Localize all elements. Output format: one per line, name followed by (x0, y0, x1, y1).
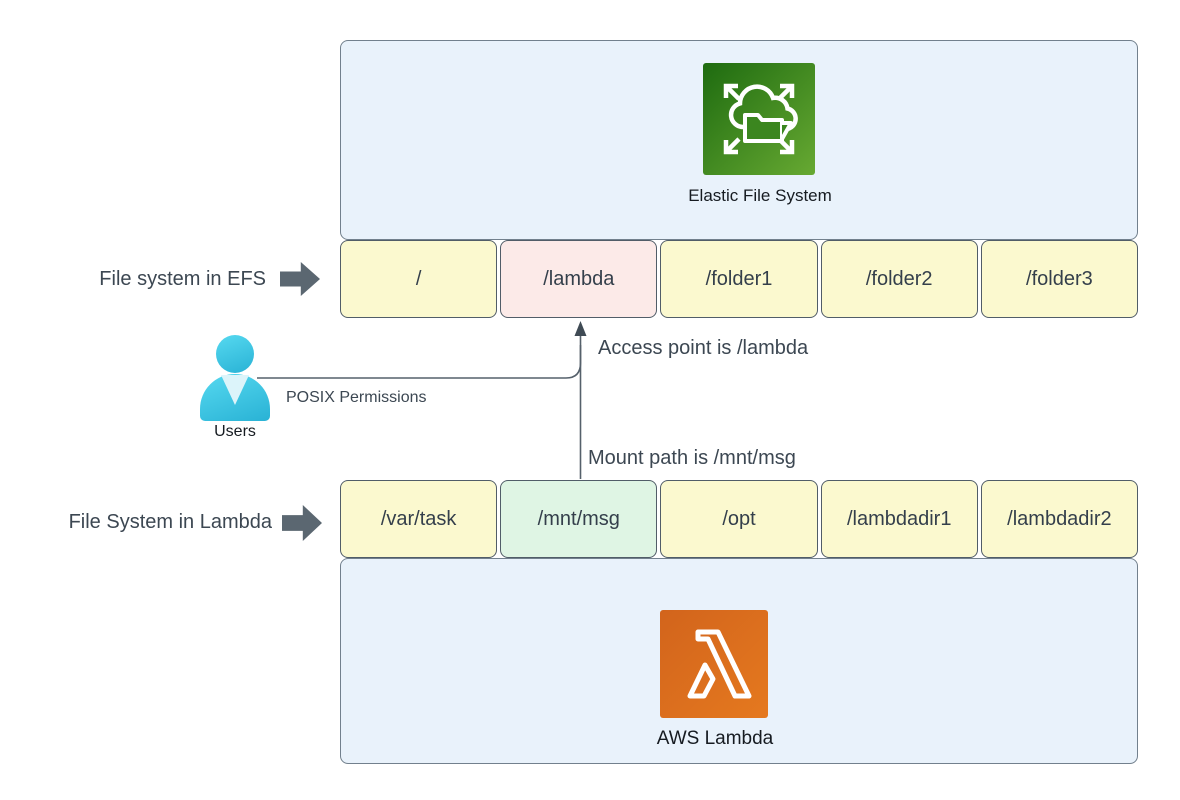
fs-box: /mnt/msg (500, 480, 658, 558)
fs-box-label: / (415, 267, 422, 290)
fs-box: /folder3 (980, 240, 1139, 318)
lambda-icon-label: AWS Lambda (656, 728, 774, 749)
aws-lambda-icon (660, 610, 768, 718)
posix-connector-line (257, 345, 582, 379)
fs-box: / (340, 240, 498, 318)
fs-box: /opt (660, 480, 818, 558)
fs-box-label: /lambdadir1 (846, 507, 952, 530)
users-label: Users (214, 423, 256, 440)
elastic-file-system-icon (703, 63, 815, 175)
right-block-arrow-icon (282, 505, 322, 541)
fs-box: /lambda (500, 240, 658, 318)
fs-box: /lambdadir2 (980, 480, 1139, 558)
efs-icon-label: Elastic File System (688, 186, 832, 205)
right-block-arrow-icon (280, 262, 320, 296)
fs-box: /folder2 (820, 240, 978, 318)
lambda-icon-glyph (687, 629, 752, 699)
users-icon-head (216, 335, 254, 373)
fs-box: /lambdadir1 (820, 480, 978, 558)
posix-permissions-annotation: POSIX Permissions (286, 389, 427, 406)
fs-box-label: /mnt/msg (537, 507, 620, 530)
fs-box-label: /lambdadir2 (1007, 507, 1112, 530)
fs-box-label: /var/task (380, 507, 457, 530)
fs-box-label: /opt (722, 507, 756, 530)
efs-icon-glyph (723, 83, 798, 155)
lambda-row-label: File System in Lambda (68, 511, 272, 533)
access-point-annotation: Access point is /lambda (598, 337, 809, 359)
fs-box-label: /folder3 (1026, 267, 1093, 290)
up-arrowhead-icon (574, 321, 587, 336)
fs-box: /var/task (340, 480, 498, 558)
fs-box-label: /folder2 (865, 267, 933, 290)
efs-row-label: File system in EFS (99, 268, 266, 290)
fs-box-label: /lambda (543, 267, 615, 290)
fs-box: /folder1 (660, 240, 818, 318)
lambda-directory-row: /var/task /mnt/msg /opt /lambdadir1 /lam… (340, 480, 1139, 558)
fs-box-label: /folder1 (705, 267, 773, 290)
efs-directory-row: / /lambda /folder1 /folder2 /folder3 (340, 240, 1139, 318)
mount-path-annotation: Mount path is /mnt/msg (588, 447, 796, 469)
